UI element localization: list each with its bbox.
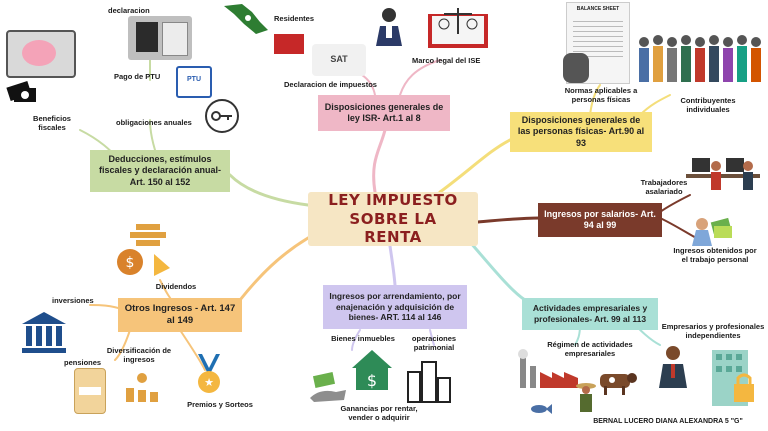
bank-icon [20,310,68,354]
node-isr: Disposiciones generales de ley ISR- Art.… [318,95,450,131]
flag-icon [274,34,304,54]
pension-jar-icon [74,368,106,414]
workers-group-icon [636,30,766,84]
farmer-icon [572,380,600,414]
node-fisicas-text: Disposiciones generales de las personas … [517,115,645,148]
medal-icon: ★ [194,352,224,396]
link-center-fisicas [438,138,512,194]
node-isr-text: Disposiciones generales de ley ISR- Art.… [324,101,444,123]
coins-chart-icon: $ [114,220,178,282]
sat-logo-text: SAT [330,54,348,64]
label-ingresos-obtenidos: Ingresos obtenidos por el trabajo person… [673,246,757,264]
businessman-icon [372,6,406,48]
label-trabajadores: Trabajadores asalariado [640,178,688,196]
buildings-icon [404,358,454,404]
node-empresariales: Actividades empresariales y profesionale… [522,298,658,330]
node-salarios: Ingresos por salarios- Art. 94 al 99 [538,203,662,237]
label-premios: Premios y Sorteos [187,400,253,409]
fish-icon [530,402,552,414]
svg-text:$: $ [367,371,377,390]
center-title-text: LEY IMPUESTO SOBRE LA RENTA [328,190,458,247]
label-contribuyentes: Contribuyentes individuales [680,96,736,114]
label-normas: Normas aplicables a personas físicas [564,86,638,104]
label-diversificacion: Diversificación de ingresos [106,346,172,364]
node-otros: Otros Ingresos - Art. 147 al 149 [118,298,242,332]
coin-stacks-icon [122,372,162,406]
link-center-salarios [476,216,542,224]
label-marco-legal: Marco legal del ISE [412,56,481,65]
link-center-arrendamiento [388,244,397,287]
label-declaracion-impuestos: Declaracion de impuestos [284,80,377,89]
link-center-isr [372,128,387,194]
key-icon [204,98,240,134]
label-operaciones: operaciones patrimonial [411,334,457,352]
earnings-icon [690,214,734,246]
balance-sheet-icon: BALANCE SHEET [563,2,630,84]
node-empresariales-text: Actividades empresariales y profesionale… [532,303,648,324]
label-ganancias: Ganancias por rentar, vender o adquirir [340,404,418,422]
house-icon: $ [350,346,394,392]
piggy-bank-icon [6,30,76,78]
label-bienes: Bienes inmuebles [331,334,395,343]
label-residentes: Residentes [274,14,315,23]
sat-logo: SAT [312,44,366,76]
label-beneficios: Beneficios fiscales [33,114,71,132]
link-center-deducciones [228,173,310,207]
factory-icon [516,348,586,394]
label-pensiones: pensiones [64,358,102,367]
label-empresarios: Empresarios y profesionales independient… [661,322,765,340]
node-arrendamiento: Ingresos por arrendamiento, por enajenac… [323,285,467,329]
label-pago-ptu: Pago de PTU [114,72,161,81]
money-icon [6,78,38,108]
ptu-calendar-icon: PTU [176,66,212,98]
node-deducciones-text: Deducciones, estímulos fiscales y declar… [98,154,222,187]
link-center-empresariales [468,240,527,302]
label-inversiones: inversiones [52,296,94,305]
author-credit: BERNAL LUCERO DIANA ALEXANDRA 5 "G" [593,418,743,425]
ptu-text: PTU [187,76,201,83]
balance-sheet-text: BALANCE SHEET [576,6,620,12]
label-dividendos: Dividendos [155,282,197,291]
node-otros-text: Otros Ingresos - Art. 147 al 149 [124,303,236,326]
svg-text:★: ★ [204,376,214,389]
hand-money-icon [308,370,348,404]
svg-text:$: $ [126,255,135,271]
label-regimen: Régimen de actividades empresariales [547,340,633,358]
node-salarios-text: Ingresos por salarios- Art. 94 al 99 [544,208,656,230]
label-declaracion: declaracion [108,6,150,15]
node-fisicas: Disposiciones generales de las personas … [510,112,652,152]
center-title: LEY IMPUESTO SOBRE LA RENTA [308,190,478,247]
node-deducciones: Deducciones, estímulos fiscales y declar… [90,150,230,192]
office-workers-icon [686,148,760,198]
law-book-icon [426,4,490,50]
mexico-map-icon [222,2,272,36]
professional-icon [656,344,690,388]
building-lock-icon [704,344,758,410]
node-arrendamiento-text: Ingresos por arrendamiento, por enajenac… [329,291,461,323]
calculator-icon [128,16,192,60]
label-obligaciones: obligaciones anuales [116,118,192,127]
link-center-otros [238,236,310,302]
cow-icon [596,370,638,396]
